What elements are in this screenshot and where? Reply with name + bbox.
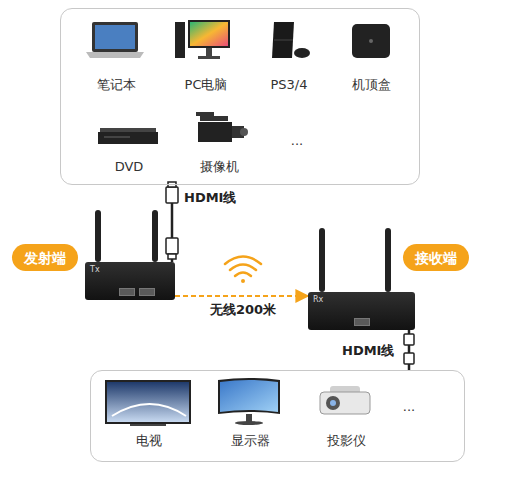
edge-label: HDMI线 (182, 190, 238, 206)
laptop-icon (92, 22, 138, 52)
console-icon (274, 40, 293, 41)
device-tag: Tx (90, 265, 100, 274)
receiver-antennas (385, 228, 391, 292)
device-label: ... (403, 399, 415, 415)
wifi-icon (225, 257, 261, 284)
device-label: 笔记本 (97, 77, 136, 93)
monitor-icon (220, 380, 278, 412)
camcorder-icon (196, 112, 248, 142)
hdmi-plug (166, 238, 178, 254)
tv-icon (112, 404, 186, 416)
wifi-icon (235, 273, 251, 277)
device-label: 显示器 (231, 433, 270, 449)
device-label: ... (291, 133, 303, 149)
wifi-icon (225, 257, 261, 265)
dvd-icon (104, 137, 130, 138)
projector-icon (320, 386, 370, 414)
settop-box-icon (352, 24, 390, 58)
tv-icon (130, 424, 166, 426)
hdmi-plug (404, 353, 414, 364)
transmitter-antennas (95, 210, 101, 262)
wifi-icon (230, 265, 256, 271)
console-icon (272, 22, 310, 58)
device-label: PC电脑 (185, 77, 228, 93)
camcorder-icon (240, 128, 248, 136)
laptop-icon (86, 52, 144, 58)
camcorder-icon (200, 116, 228, 121)
console-icon (294, 48, 310, 58)
receiver-antennas (319, 228, 391, 292)
pc-icon (190, 22, 228, 46)
monitor-icon (218, 378, 280, 425)
device-label: 电视 (136, 433, 162, 449)
pc-icon (175, 20, 230, 59)
wireless-arrow (175, 295, 308, 297)
hdmi-plug (404, 353, 414, 364)
receiver-box: Rx (308, 292, 415, 330)
device-label: PS3/4 (270, 77, 307, 93)
settop-box-icon (352, 24, 390, 58)
hdmi-port (119, 288, 135, 296)
pc-icon (206, 48, 212, 56)
pc-icon (198, 56, 220, 59)
pc-icon (175, 22, 185, 58)
settop-box-icon (369, 39, 373, 43)
device-label: 机顶盒 (352, 77, 391, 93)
tv-icon (105, 380, 191, 424)
tag-pill: 发射端 (12, 244, 78, 271)
display-panel: 电视 显示器 投影仪... (90, 370, 465, 462)
transmitter-antennas (95, 210, 158, 262)
camcorder-icon (198, 122, 232, 142)
console-icon (272, 22, 294, 58)
device-tag: Rx (313, 295, 323, 304)
laptop-icon (86, 22, 144, 58)
monitor-icon (246, 414, 252, 422)
tv-icon (107, 382, 189, 422)
transmitter-box: Tx (85, 262, 175, 300)
wifi-icon (241, 279, 245, 283)
source-panel: 笔记本 PC电脑 PS3/4 机顶盒 DVD 摄像机... (60, 8, 420, 185)
camcorder-icon (196, 112, 214, 116)
device-label: 投影仪 (327, 433, 366, 449)
edge-label: 无线200米 (208, 302, 278, 318)
pill-label: 发射端 (24, 250, 66, 266)
projector-icon (330, 400, 336, 406)
hdmi-plug (404, 334, 414, 345)
tv-icon (105, 380, 191, 426)
edge-label: HDMI线 (340, 343, 396, 359)
transmitter-antennas (152, 210, 158, 262)
tag-pill: 接收端 (403, 244, 469, 271)
dvd-icon (98, 132, 158, 144)
dvd-icon (98, 128, 158, 144)
monitor-icon (218, 378, 280, 414)
projector-icon (326, 396, 340, 410)
hdmi-plug (404, 334, 414, 345)
device-label: 摄像机 (200, 159, 239, 175)
hdmi-plug (168, 254, 176, 259)
pc-icon (188, 20, 230, 48)
pill-label: 接收端 (415, 250, 457, 266)
hdmi-plug (166, 187, 178, 203)
hdmi-plug (166, 238, 178, 259)
receiver-antennas (319, 228, 325, 292)
monitor-icon (235, 421, 263, 425)
laptop-icon (95, 25, 135, 49)
hdmi-port (139, 288, 155, 296)
projector-icon (320, 392, 370, 414)
hdmi-plug (166, 182, 178, 203)
device-label: DVD (115, 159, 144, 175)
hdmi-port (354, 318, 370, 326)
